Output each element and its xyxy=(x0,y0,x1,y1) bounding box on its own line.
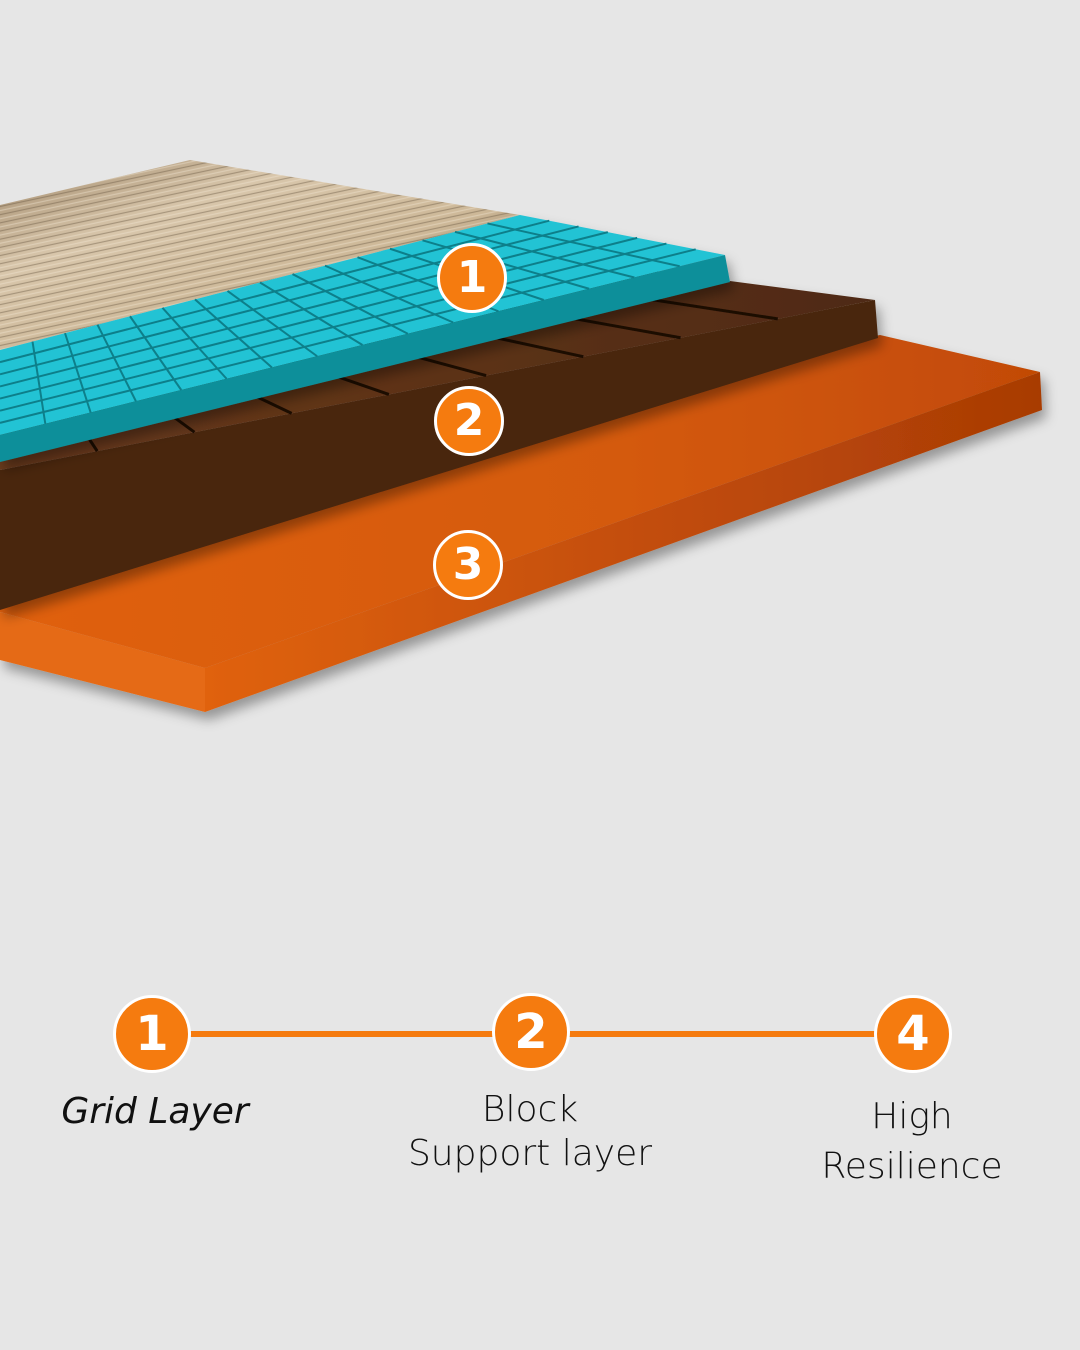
layer-1-top-face xyxy=(0,215,725,435)
grid-line xyxy=(226,290,318,358)
mattress-layers-illustration xyxy=(0,160,1042,712)
layer-3-front-face xyxy=(205,372,1042,712)
layer-2-front-face xyxy=(0,300,878,610)
layer-1-grid-lines xyxy=(0,219,696,424)
fabric-cover xyxy=(0,160,520,350)
legend-label-grid-layer: Grid Layer xyxy=(0,1090,310,1134)
layer-3-side-face xyxy=(0,612,205,712)
layer-badge-2: 2 xyxy=(434,386,504,456)
grid-line xyxy=(96,324,137,402)
grid-line xyxy=(64,332,92,413)
layer-badge-1: 1 xyxy=(437,243,507,313)
grid-line xyxy=(129,315,183,391)
grid-line xyxy=(194,298,273,369)
layer-badge-3: 3 xyxy=(433,530,503,600)
grid-line xyxy=(31,341,47,424)
legend-label-line: Grid Layer xyxy=(61,1091,249,1132)
grid-line xyxy=(292,273,409,335)
grid-line xyxy=(422,239,590,290)
layer-3-top-face xyxy=(0,335,1040,668)
legend-label-block-support: Block Support layer xyxy=(380,1088,680,1176)
legend-label-high-resilience: High Resilience xyxy=(762,1092,1062,1192)
layer-1-front-face xyxy=(0,255,730,462)
layer-2-top-face xyxy=(0,262,875,470)
layer-3-high-resilience xyxy=(0,335,1042,712)
grid-line xyxy=(324,264,454,324)
grid-line xyxy=(487,222,680,268)
legend-label-line: Support layer xyxy=(407,1133,653,1174)
grid-line xyxy=(259,281,364,346)
layer-1-grid xyxy=(0,215,730,462)
legend-badge-2: 2 xyxy=(492,993,570,1071)
legend-badge-1: 1 xyxy=(113,995,191,1073)
legend-label-line: Resilience xyxy=(821,1146,1003,1187)
grid-line xyxy=(161,307,228,380)
legend-label-line: Block xyxy=(481,1089,579,1130)
grid-line xyxy=(454,230,635,279)
legend-badge-4: 4 xyxy=(874,995,952,1073)
legend-label-line: High xyxy=(871,1096,953,1137)
